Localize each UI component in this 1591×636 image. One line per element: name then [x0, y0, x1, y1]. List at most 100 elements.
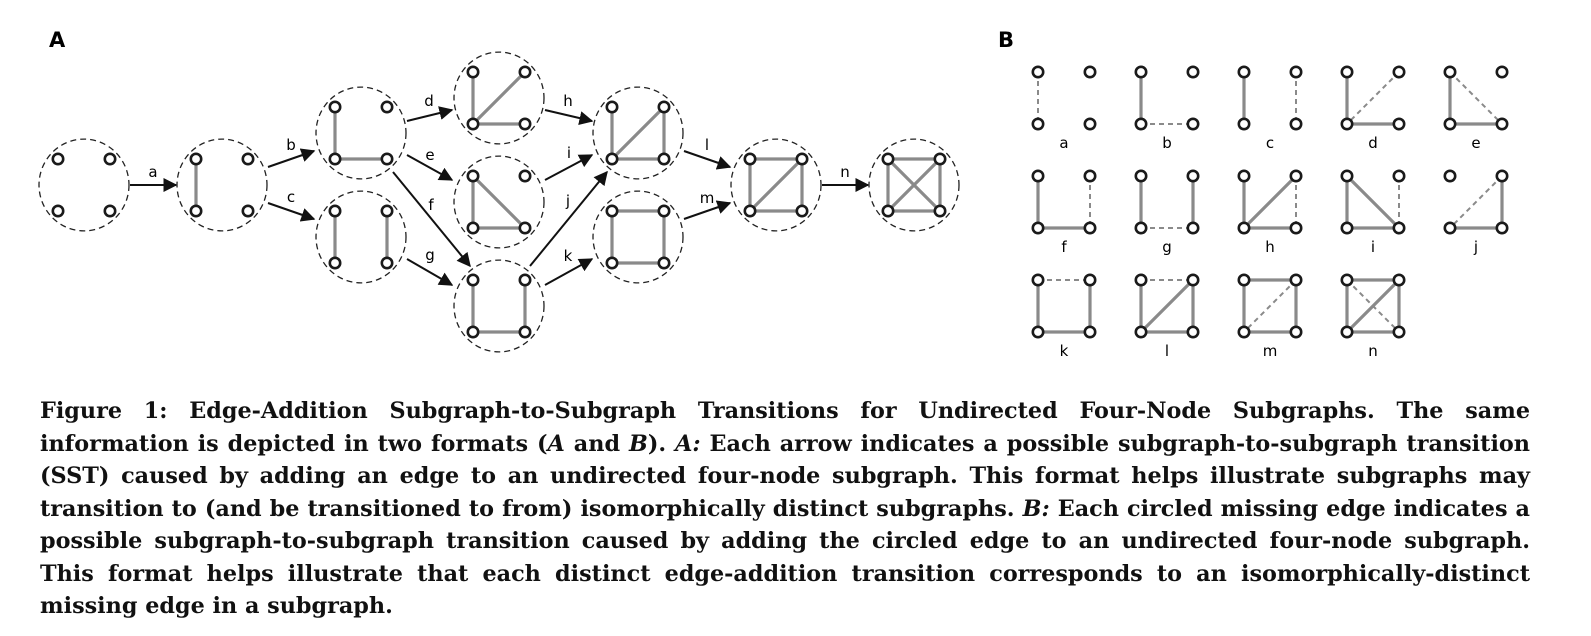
transition-arrow: [544, 258, 594, 286]
node: [328, 152, 342, 166]
node: [743, 152, 757, 166]
node: [380, 256, 394, 270]
subgraph-a-4: [453, 51, 545, 145]
node: [881, 204, 895, 218]
node: [1031, 325, 1045, 339]
node: [328, 256, 342, 270]
missing-edge: [1243, 279, 1297, 333]
node: [881, 152, 895, 166]
node: [933, 152, 947, 166]
node: [1134, 65, 1148, 79]
node: [518, 169, 532, 183]
transition-label: k: [564, 247, 573, 265]
subgraph-boundary: [730, 138, 822, 232]
node: [1340, 117, 1354, 131]
node: [1289, 273, 1303, 287]
node: [1186, 65, 1200, 79]
node: [1186, 221, 1200, 235]
node: [1392, 325, 1406, 339]
figure-caption: Figure 1: Edge-Addition Subgraph-to-Subg…: [40, 395, 1530, 623]
subgraph-label: e: [1471, 134, 1480, 152]
subgraph-b-9: [1443, 169, 1509, 235]
node: [1134, 117, 1148, 131]
subgraph-label: n: [1368, 342, 1378, 360]
transition-label: j: [565, 192, 570, 210]
edge: [471, 70, 527, 126]
subgraph-b-7: [1237, 169, 1303, 235]
subgraph-b-12: [1237, 273, 1303, 339]
caption-figure-label: Figure 1:: [40, 398, 168, 424]
node: [1392, 169, 1406, 183]
transition-arrow: [406, 106, 454, 122]
transition-label: a: [148, 163, 157, 181]
transition-label: n: [840, 163, 850, 181]
node: [1237, 325, 1251, 339]
node: [1134, 169, 1148, 183]
subgraph-boundary: [315, 190, 407, 284]
panel-b-label: B: [998, 28, 1014, 52]
node: [51, 204, 65, 218]
node: [1340, 325, 1354, 339]
subgraph-boundary: [453, 51, 545, 145]
node: [189, 204, 203, 218]
node: [380, 152, 394, 166]
node: [1340, 65, 1354, 79]
node: [1031, 221, 1045, 235]
node: [1289, 169, 1303, 183]
transition-label: i: [567, 144, 571, 162]
transition-label: e: [425, 146, 434, 164]
node: [466, 117, 480, 131]
node: [1031, 169, 1045, 183]
node: [795, 152, 809, 166]
subgraph-label: i: [1371, 238, 1375, 256]
node: [1392, 273, 1406, 287]
node: [1186, 117, 1200, 131]
transition-label: m: [700, 189, 715, 207]
caption-format-b: B: [628, 430, 648, 457]
node: [657, 100, 671, 114]
caption-intro: The same information is depicted in two …: [40, 398, 1531, 457]
node: [1031, 117, 1045, 131]
node: [1237, 273, 1251, 287]
node: [1083, 325, 1097, 339]
caption-b-label: B:: [1022, 495, 1050, 522]
subgraph-boundary: [315, 86, 407, 180]
node: [518, 325, 532, 339]
transition-label: l: [705, 136, 709, 154]
node: [605, 204, 619, 218]
edge: [748, 157, 804, 213]
node: [328, 204, 342, 218]
transition-arrow: [529, 170, 608, 267]
node: [1392, 221, 1406, 235]
subgraph-label: g: [1162, 238, 1172, 256]
caption-title: Edge-Addition Subgraph-to-Subgraph Trans…: [189, 398, 1375, 424]
subgraph-label: b: [1162, 134, 1172, 152]
subgraph-boundary: [453, 155, 545, 249]
node: [1237, 169, 1251, 183]
node: [795, 204, 809, 218]
node: [1289, 65, 1303, 79]
transition-arrow: [544, 154, 594, 181]
node: [1340, 273, 1354, 287]
node: [466, 169, 480, 183]
edge: [1139, 278, 1195, 334]
edge: [1345, 174, 1401, 230]
missing-edge: [1346, 71, 1400, 125]
subgraph-b-5: [1031, 169, 1097, 235]
subgraph-b-4: [1443, 65, 1509, 131]
subgraph-boundary: [176, 138, 268, 232]
node: [1495, 221, 1509, 235]
caption-and: and: [564, 430, 629, 457]
subgraph-a-9: [730, 138, 822, 232]
transition-arrow: [267, 202, 316, 222]
node: [103, 204, 117, 218]
node: [1392, 65, 1406, 79]
transition-label: f: [428, 196, 434, 214]
caption-a-label: A:: [675, 430, 701, 457]
node: [933, 204, 947, 218]
subgraph-label: c: [1266, 134, 1274, 152]
transition-label: h: [563, 92, 573, 110]
node: [518, 65, 532, 79]
edge: [471, 174, 527, 230]
